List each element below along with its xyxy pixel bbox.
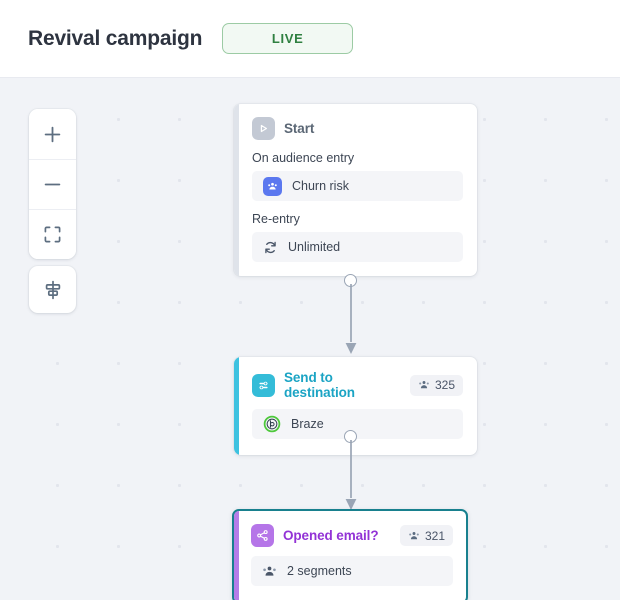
field-value-braze: Braze — [291, 417, 324, 431]
zoom-toolbar — [29, 109, 76, 259]
node-title: Start — [284, 121, 315, 136]
audience-count-value: 325 — [434, 378, 455, 392]
node-header: Send to destination 325 — [252, 370, 463, 400]
segments-icon — [263, 566, 276, 576]
field-row-segments[interactable]: 2 segments — [251, 556, 453, 586]
node-accent-bar — [234, 104, 239, 276]
node-send-to-destination[interactable]: Send to destination 325 — [234, 357, 477, 455]
start-icon — [252, 117, 275, 140]
node-title: Send to destination — [284, 370, 355, 400]
minus-icon — [44, 183, 61, 186]
flow-canvas[interactable]: Start On audience entry Churn risk Re-en… — [0, 78, 620, 600]
page-header: Revival campaign LIVE — [0, 0, 620, 78]
field-value-reentry: Unlimited — [288, 240, 341, 254]
field-value-segments: 2 segments — [287, 564, 352, 578]
field-label-reentry: Re-entry — [252, 212, 300, 226]
field-row-reentry[interactable]: Unlimited — [252, 232, 463, 262]
audience-count-badge: 321 — [399, 525, 453, 546]
audience-count-value: 321 — [424, 528, 445, 543]
zoom-out-button[interactable] — [29, 159, 76, 209]
connector-destination-to-split — [345, 440, 357, 510]
node-header: Start — [252, 117, 463, 140]
zoom-in-button[interactable] — [29, 109, 76, 159]
node-opened-email[interactable]: Opened email? 321 — [232, 509, 468, 600]
braze-logo — [263, 415, 281, 433]
node-accent-bar — [234, 511, 239, 600]
audience-count-badge: 325 — [409, 374, 463, 396]
align-center-icon — [45, 280, 60, 299]
people-icon — [419, 381, 429, 389]
refresh-icon — [265, 241, 276, 253]
destination-icon — [252, 373, 275, 397]
field-row-audience[interactable]: Churn risk — [252, 171, 463, 201]
node-start[interactable]: Start On audience entry Churn risk Re-en… — [234, 104, 477, 276]
field-label-audience: On audience entry — [252, 151, 355, 165]
field-row-braze[interactable]: Braze — [252, 409, 463, 439]
node-accent-bar — [234, 357, 239, 455]
audience-icon — [263, 176, 282, 196]
plus-icon — [44, 126, 61, 142]
field-value-audience: Churn risk — [292, 179, 349, 193]
node-header: Opened email? 321 — [251, 524, 453, 547]
connector-start-to-destination — [345, 284, 357, 354]
align-center-button[interactable] — [29, 266, 76, 313]
page-title: Revival campaign — [28, 26, 203, 50]
status-badge: LIVE — [222, 23, 354, 54]
node-title: Opened email? — [283, 528, 379, 543]
split-icon — [251, 524, 274, 547]
people-icon — [409, 531, 419, 539]
fit-screen-icon — [44, 226, 61, 243]
fit-to-screen-button[interactable] — [29, 209, 76, 259]
